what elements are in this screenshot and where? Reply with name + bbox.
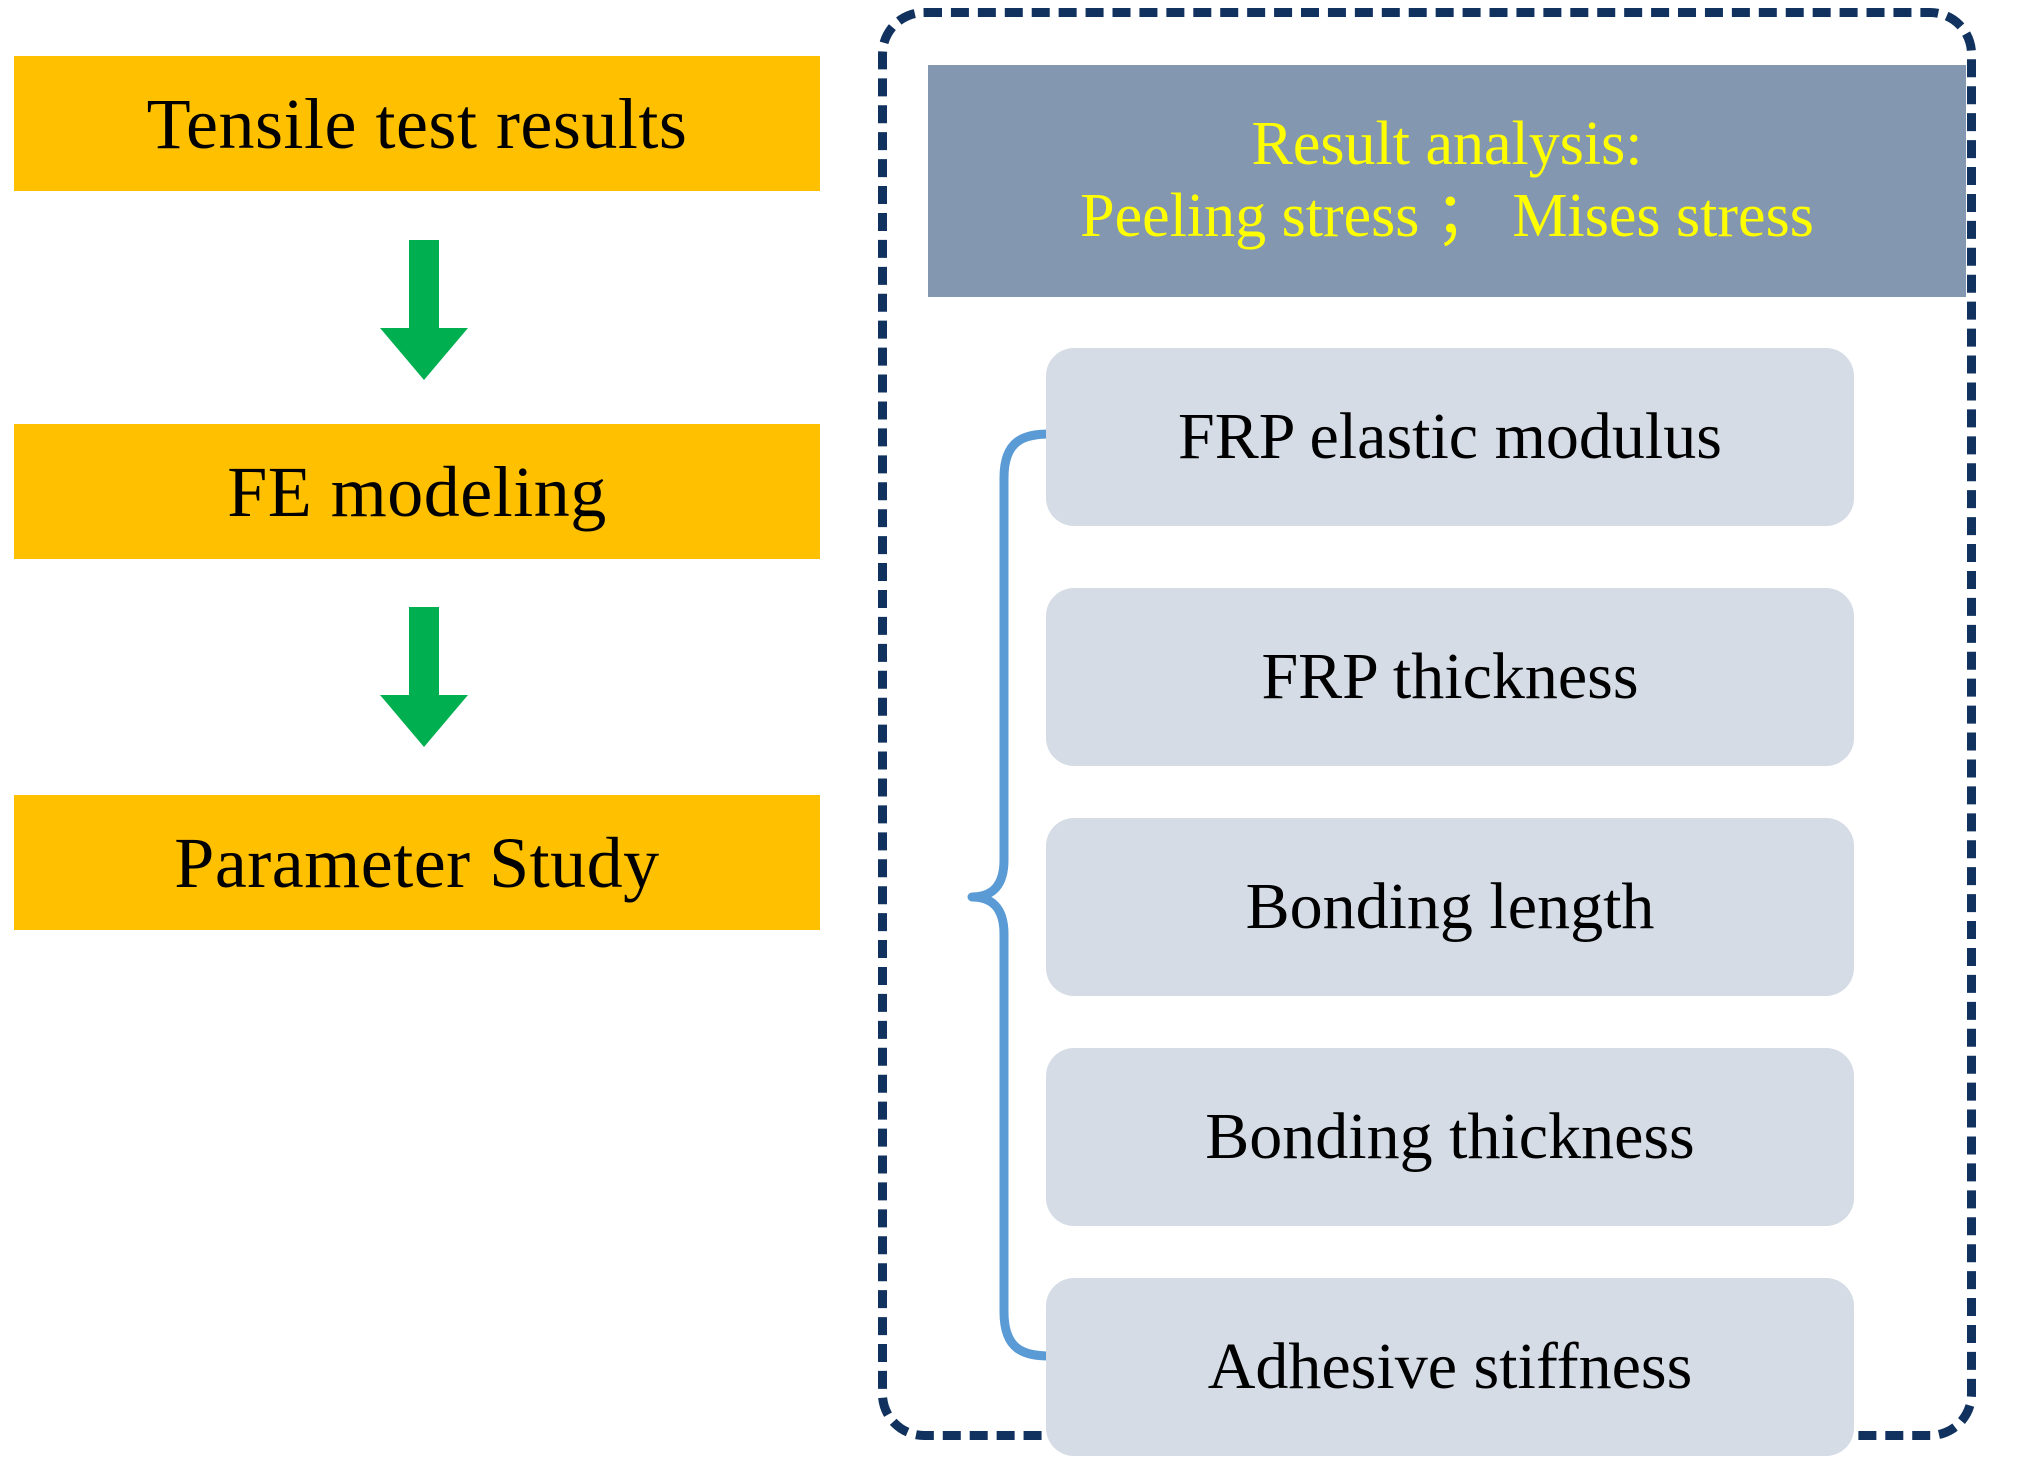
flow-step-tensile-test-results: Tensile test results: [14, 56, 820, 191]
flow-step-label: FE modeling: [227, 451, 607, 532]
flow-step-parameter-study: Parameter Study: [14, 795, 820, 930]
parameter-label: FRP thickness: [1261, 640, 1639, 713]
parameter-label: FRP elastic modulus: [1178, 400, 1722, 473]
flow-step-fe-modeling: FE modeling: [14, 424, 820, 559]
parameter-bonding-thickness: Bonding thickness: [1046, 1048, 1854, 1226]
parameter-adhesive-stiffness: Adhesive stiffness: [1046, 1278, 1854, 1456]
arrow-fe-to-parameter-icon: [376, 607, 472, 747]
result-analysis-header: Result analysis: Peeling stress ； Mises …: [928, 65, 1966, 297]
parameter-label: Bonding length: [1245, 870, 1655, 943]
arrow-tensile-to-fe-icon: [376, 240, 472, 380]
parameter-frp-elastic-modulus: FRP elastic modulus: [1046, 348, 1854, 526]
parameter-frp-thickness: FRP thickness: [1046, 588, 1854, 766]
result-analysis-subtitle: Peeling stress ； Mises stress: [1080, 182, 1814, 250]
result-analysis-title: Result analysis:: [1251, 110, 1643, 179]
parameter-label: Bonding thickness: [1205, 1100, 1695, 1173]
flow-step-label: Parameter Study: [174, 822, 660, 903]
flow-step-label: Tensile test results: [146, 83, 688, 164]
parameter-label: Adhesive stiffness: [1207, 1330, 1693, 1403]
curly-brace-icon: [928, 420, 1058, 1370]
parameter-bonding-length: Bonding length: [1046, 818, 1854, 996]
